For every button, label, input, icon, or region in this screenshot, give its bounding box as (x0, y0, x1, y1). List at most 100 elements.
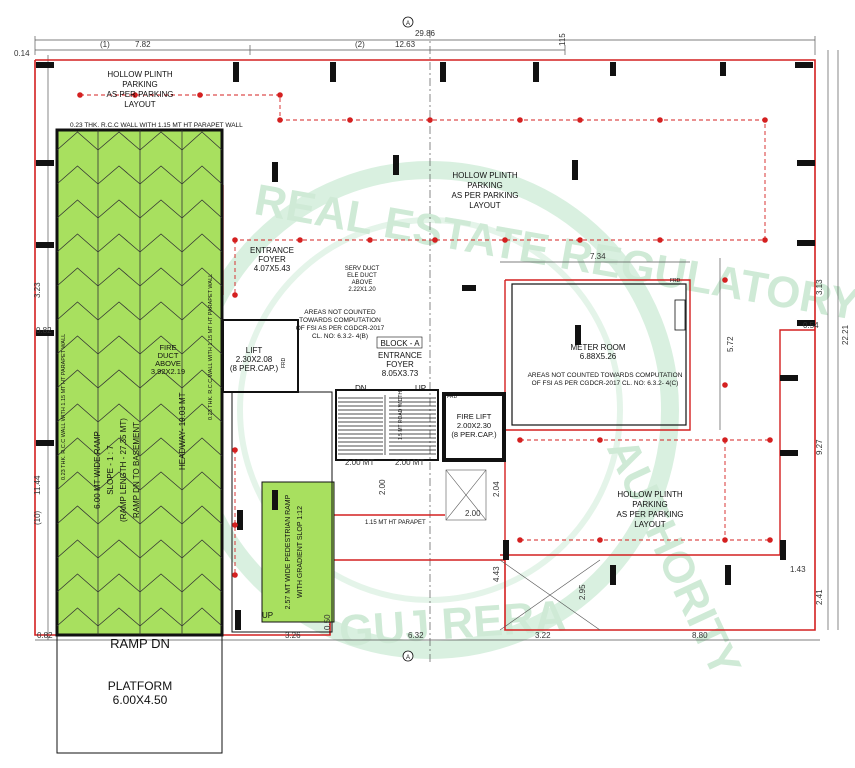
column (797, 240, 815, 246)
ramp-chevron (56, 165, 99, 185)
parking-marker (427, 117, 433, 123)
svg-text:A: A (406, 21, 410, 27)
column (237, 510, 243, 530)
column (272, 162, 278, 182)
ramp-chevron (181, 607, 223, 627)
parking-marker (722, 537, 728, 543)
frd-1: FRD (281, 357, 287, 368)
mr-line: METER ROOM (570, 343, 625, 352)
plat-line: 6.00X4.50 (113, 693, 168, 707)
hp1-line: PARKING (122, 80, 157, 89)
mr-line: 6.88X5.26 (580, 352, 617, 361)
parking-marker (517, 437, 523, 443)
ramp-chevron (56, 301, 99, 321)
watermark-text-bottom: GUJ RERA (337, 592, 567, 657)
hp2-line: AS PER PARKING (452, 191, 519, 200)
dim-right-1-43: 1.43 (790, 565, 806, 574)
ef1-line: 4.07X5.43 (254, 264, 291, 273)
ramp-text-line: SLOPE - 1 : 7 (106, 445, 115, 495)
ramp-chevron (139, 573, 183, 593)
parking-marker (657, 237, 663, 243)
parking-marker (517, 537, 523, 543)
dim-top-right: 115 (558, 33, 567, 46)
ramp-chevron (97, 573, 141, 593)
dim-bottom-3-26: 3.26 (285, 631, 301, 640)
sd-line: 2.22X1.20 (348, 287, 376, 293)
ramp-chevron (97, 403, 141, 423)
ef2-line: 8.05X3.73 (382, 369, 419, 378)
ramp-chevron (181, 131, 223, 151)
pedestrian-ramp-text-line: 2.57 MT WIDE PEDESTRIAN RAMP (285, 494, 292, 609)
stair-up: UP (415, 384, 426, 393)
plat-line: PLATFORM (108, 679, 172, 693)
lift-line: LIFT (246, 346, 263, 355)
column (36, 62, 54, 68)
frd-2: FRD (447, 394, 458, 400)
ramp-chevron (139, 131, 183, 151)
column (462, 285, 476, 291)
dim-ramp-2-95: 2.95 (578, 584, 587, 600)
parking-markers (77, 92, 773, 578)
ramp-chevron (56, 539, 99, 559)
dim-bottom-0-50: 0.50 (323, 614, 332, 630)
column (725, 565, 731, 585)
ramp-chevron (97, 301, 141, 321)
parking-marker (232, 292, 238, 298)
column (572, 160, 578, 180)
parking-marker (277, 117, 283, 123)
wall-note: 0.23 THK. R.C.C WALL WITH 1.15 MT HT PAR… (70, 122, 243, 129)
anc1-line: OF FSI AS PER CGDCR-2017 (296, 325, 385, 332)
ramp-wall-left: 0.23 THK. R.C.C WALL WITH 1.15 MT HT PAR… (61, 334, 67, 480)
sd-line: ELE DUCT (347, 273, 377, 279)
column (393, 155, 399, 175)
areas-not-counted-2: AREAS NOT COUNTED TOWARDS COMPUTATIONOF … (528, 372, 683, 387)
meter-room (511, 283, 687, 426)
staircase (338, 395, 436, 455)
hp1-line: AS PER PARKING (107, 90, 174, 99)
column (780, 375, 798, 381)
dim-bottom-8-80: 8.80 (692, 631, 708, 640)
ef1-line: ENTRANCE (250, 246, 294, 255)
parking-marker (232, 237, 238, 243)
ramp-chevron (139, 335, 183, 355)
ramp-chevron (56, 403, 99, 423)
parking-marker (722, 277, 728, 283)
ramp-chevron (56, 233, 99, 253)
parking-marker (197, 92, 203, 98)
ramp-chevron (56, 369, 99, 389)
parking-marker (347, 117, 353, 123)
hp3-line: AS PER PARKING (617, 510, 684, 519)
dim-left-0-82: 0.82 (36, 326, 52, 335)
column (330, 62, 336, 82)
dim-left-edge: 0.14 (14, 49, 30, 58)
ramp-chevron (139, 301, 183, 321)
ramp-chevron (181, 539, 223, 559)
plot-boundary (34, 59, 816, 636)
column (797, 320, 815, 326)
parking-marker (597, 437, 603, 443)
grid-bubble-bottom: A (402, 650, 414, 662)
column (720, 62, 726, 76)
dim-lobby-2-04: 2.04 (492, 481, 501, 497)
ramp-chevron (56, 505, 99, 525)
headway: HEADWAY- 19.03 MT (178, 392, 187, 470)
pedestrian-ramp-label: 2.57 MT WIDE PEDESTRIAN RAMP WITH GRADIEN… (285, 494, 304, 609)
column (795, 62, 813, 68)
parking-marker (432, 237, 438, 243)
ramp-chevron (97, 335, 141, 355)
column (233, 62, 239, 82)
parking-marker (232, 447, 238, 453)
dim-left-10: (10) (33, 510, 42, 525)
vehicle-ramp (55, 128, 224, 637)
dim-stair-2-00: 2.00 (378, 479, 387, 495)
parking-marker (657, 117, 663, 123)
parking-marker (597, 537, 603, 543)
column (235, 610, 241, 630)
pedestrian-ramp-text-line: WITH GRADIENT SLOP 1:12 (297, 506, 304, 598)
parking-marker (277, 92, 283, 98)
ramp-chevron (139, 267, 183, 287)
